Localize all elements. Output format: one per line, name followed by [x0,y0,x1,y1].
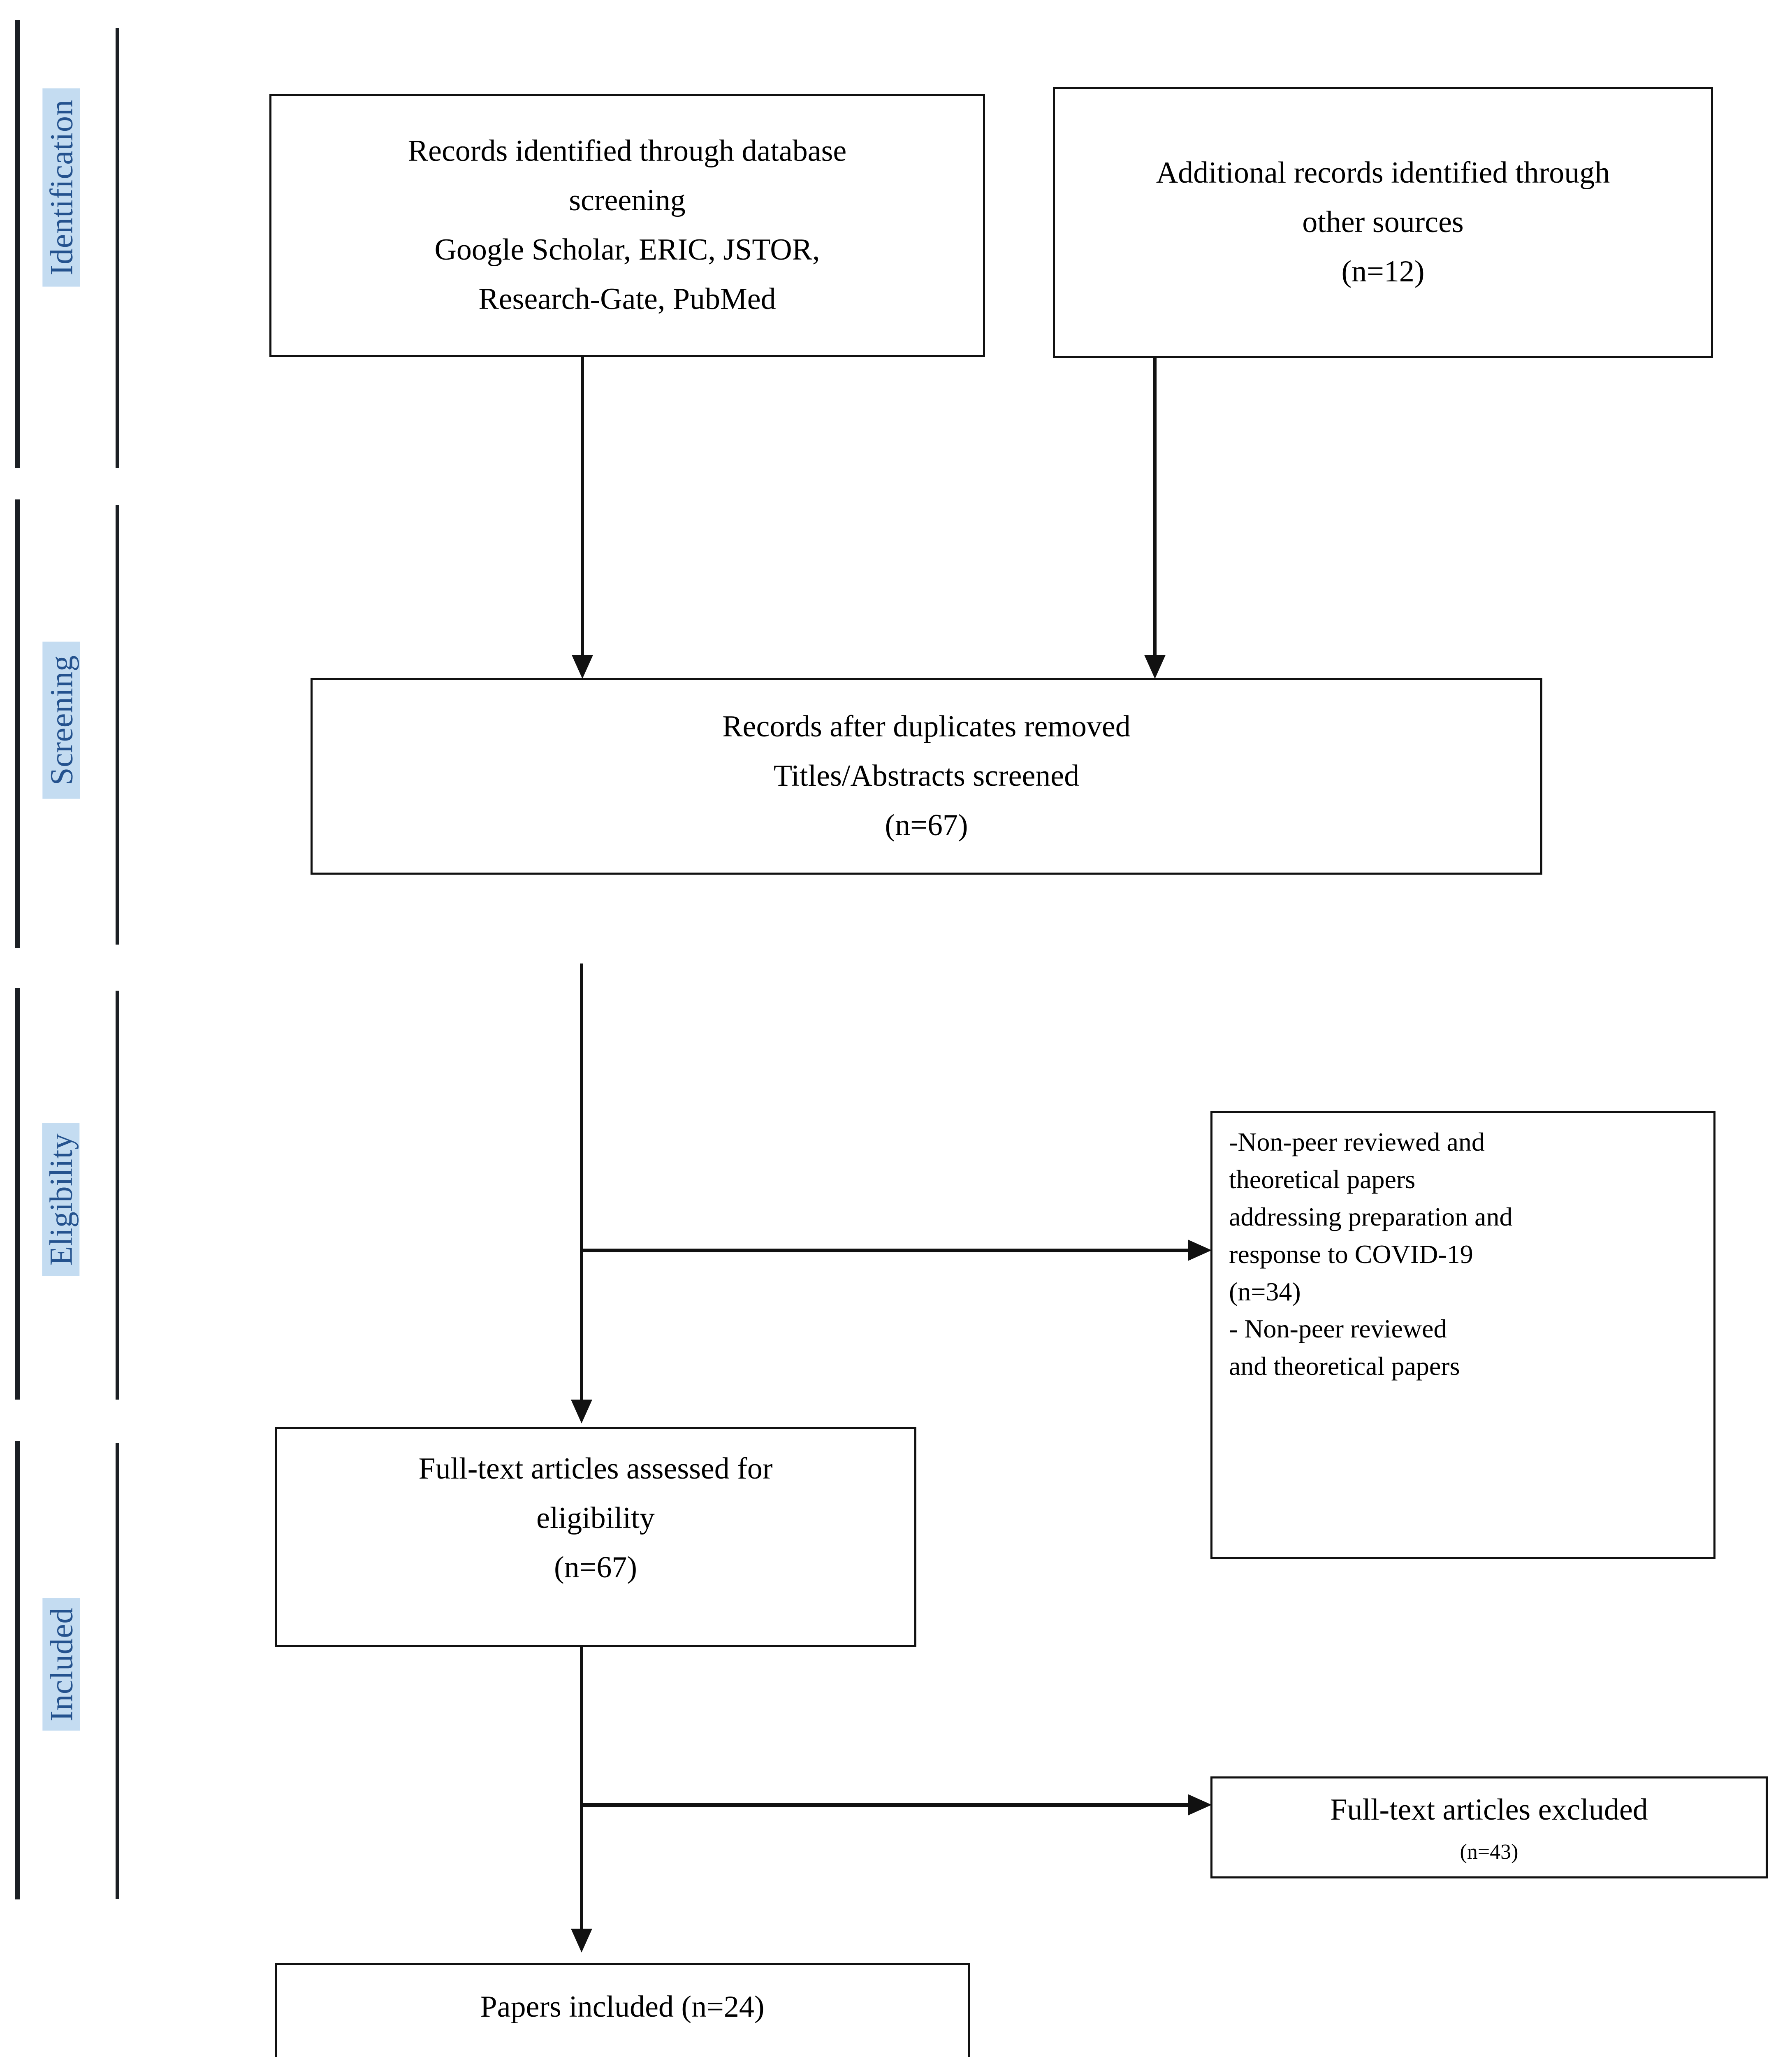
box-line: Records after duplicates removed [722,710,1131,744]
box-line: Records identified through database [408,134,847,168]
box-line: Papers included (n=24) [480,1990,765,2024]
box-line: theoretical papers [1229,1164,1416,1194]
box-line: (n=67) [554,1550,638,1584]
stage-label-eligibility: Eligibility [42,1123,80,1276]
stage-rail-identification-right [116,28,119,468]
box-line: eligibility [536,1501,655,1535]
stage-label-included: Included [42,1598,80,1731]
stage-rail-screening-left [15,499,20,948]
box-line: Full-text articles excluded [1330,1792,1648,1827]
stage-rail-eligibility-left [15,988,20,1400]
stage-rail-screening-right [116,505,119,945]
connector-screening-to-excluded [580,1249,1189,1252]
box-line: (n=34) [1229,1277,1301,1306]
stage-label-screening: Screening [42,641,80,799]
stage-rail-identification-left [15,20,20,468]
box-fulltext-assessed: Full-text articles assessed for eligibil… [275,1427,916,1647]
box-line: other sources [1302,205,1464,239]
arrowhead-screening-to-fulltext [571,1400,592,1423]
arrowhead-other-sources-to-screening [1144,655,1166,679]
box-line: screening [569,183,686,218]
box-line: Google Scholar, ERIC, JSTOR, [434,233,820,267]
box-line: response to COVID-19 [1229,1239,1473,1269]
box-papers-included: Papers included (n=24) [275,1963,970,2057]
box-line: and theoretical papers [1229,1351,1460,1381]
arrowhead-database-to-screening [572,655,593,679]
box-records-after-duplicates: Records after duplicates removed Titles/… [311,678,1542,875]
stage-rail-eligibility-right [116,991,119,1400]
connector-fulltext-to-excluded [580,1803,1189,1807]
connector-database-to-screening [581,357,584,657]
box-line: Full-text articles assessed for [418,1452,773,1486]
box-fulltext-excluded: Full-text articles excluded (n=43) [1210,1776,1768,1878]
box-line: -Non-peer reviewed and [1229,1127,1485,1156]
stage-label-identification: Identification [42,88,80,287]
box-line: Titles/Abstracts screened [773,759,1080,793]
stage-rail-included-right [116,1443,119,1899]
box-line: (n=12) [1341,254,1425,288]
connector-screening-to-fulltext [580,963,583,1401]
box-line: Additional records identified through [1156,156,1610,190]
box-screening-exclusion-reasons: -Non-peer reviewed and theoretical paper… [1210,1111,1715,1559]
box-additional-records-other-sources: Additional records identified through ot… [1053,87,1713,358]
connector-other-sources-to-screening [1153,358,1157,657]
connector-fulltext-to-included [580,1647,583,1931]
arrowhead-fulltext-to-included [571,1929,592,1953]
stage-rail-included-left [15,1441,20,1899]
box-line-count: (n=43) [1460,1840,1518,1864]
box-line: addressing preparation and [1229,1202,1513,1231]
arrowhead-fulltext-to-excluded [1188,1794,1212,1816]
box-line: (n=67) [885,808,968,842]
box-line: - Non-peer reviewed [1229,1314,1447,1344]
box-records-identified-database: Records identified through database scre… [269,94,985,357]
box-line: Research-Gate, PubMed [478,282,776,316]
arrowhead-screening-to-excluded [1188,1240,1212,1261]
